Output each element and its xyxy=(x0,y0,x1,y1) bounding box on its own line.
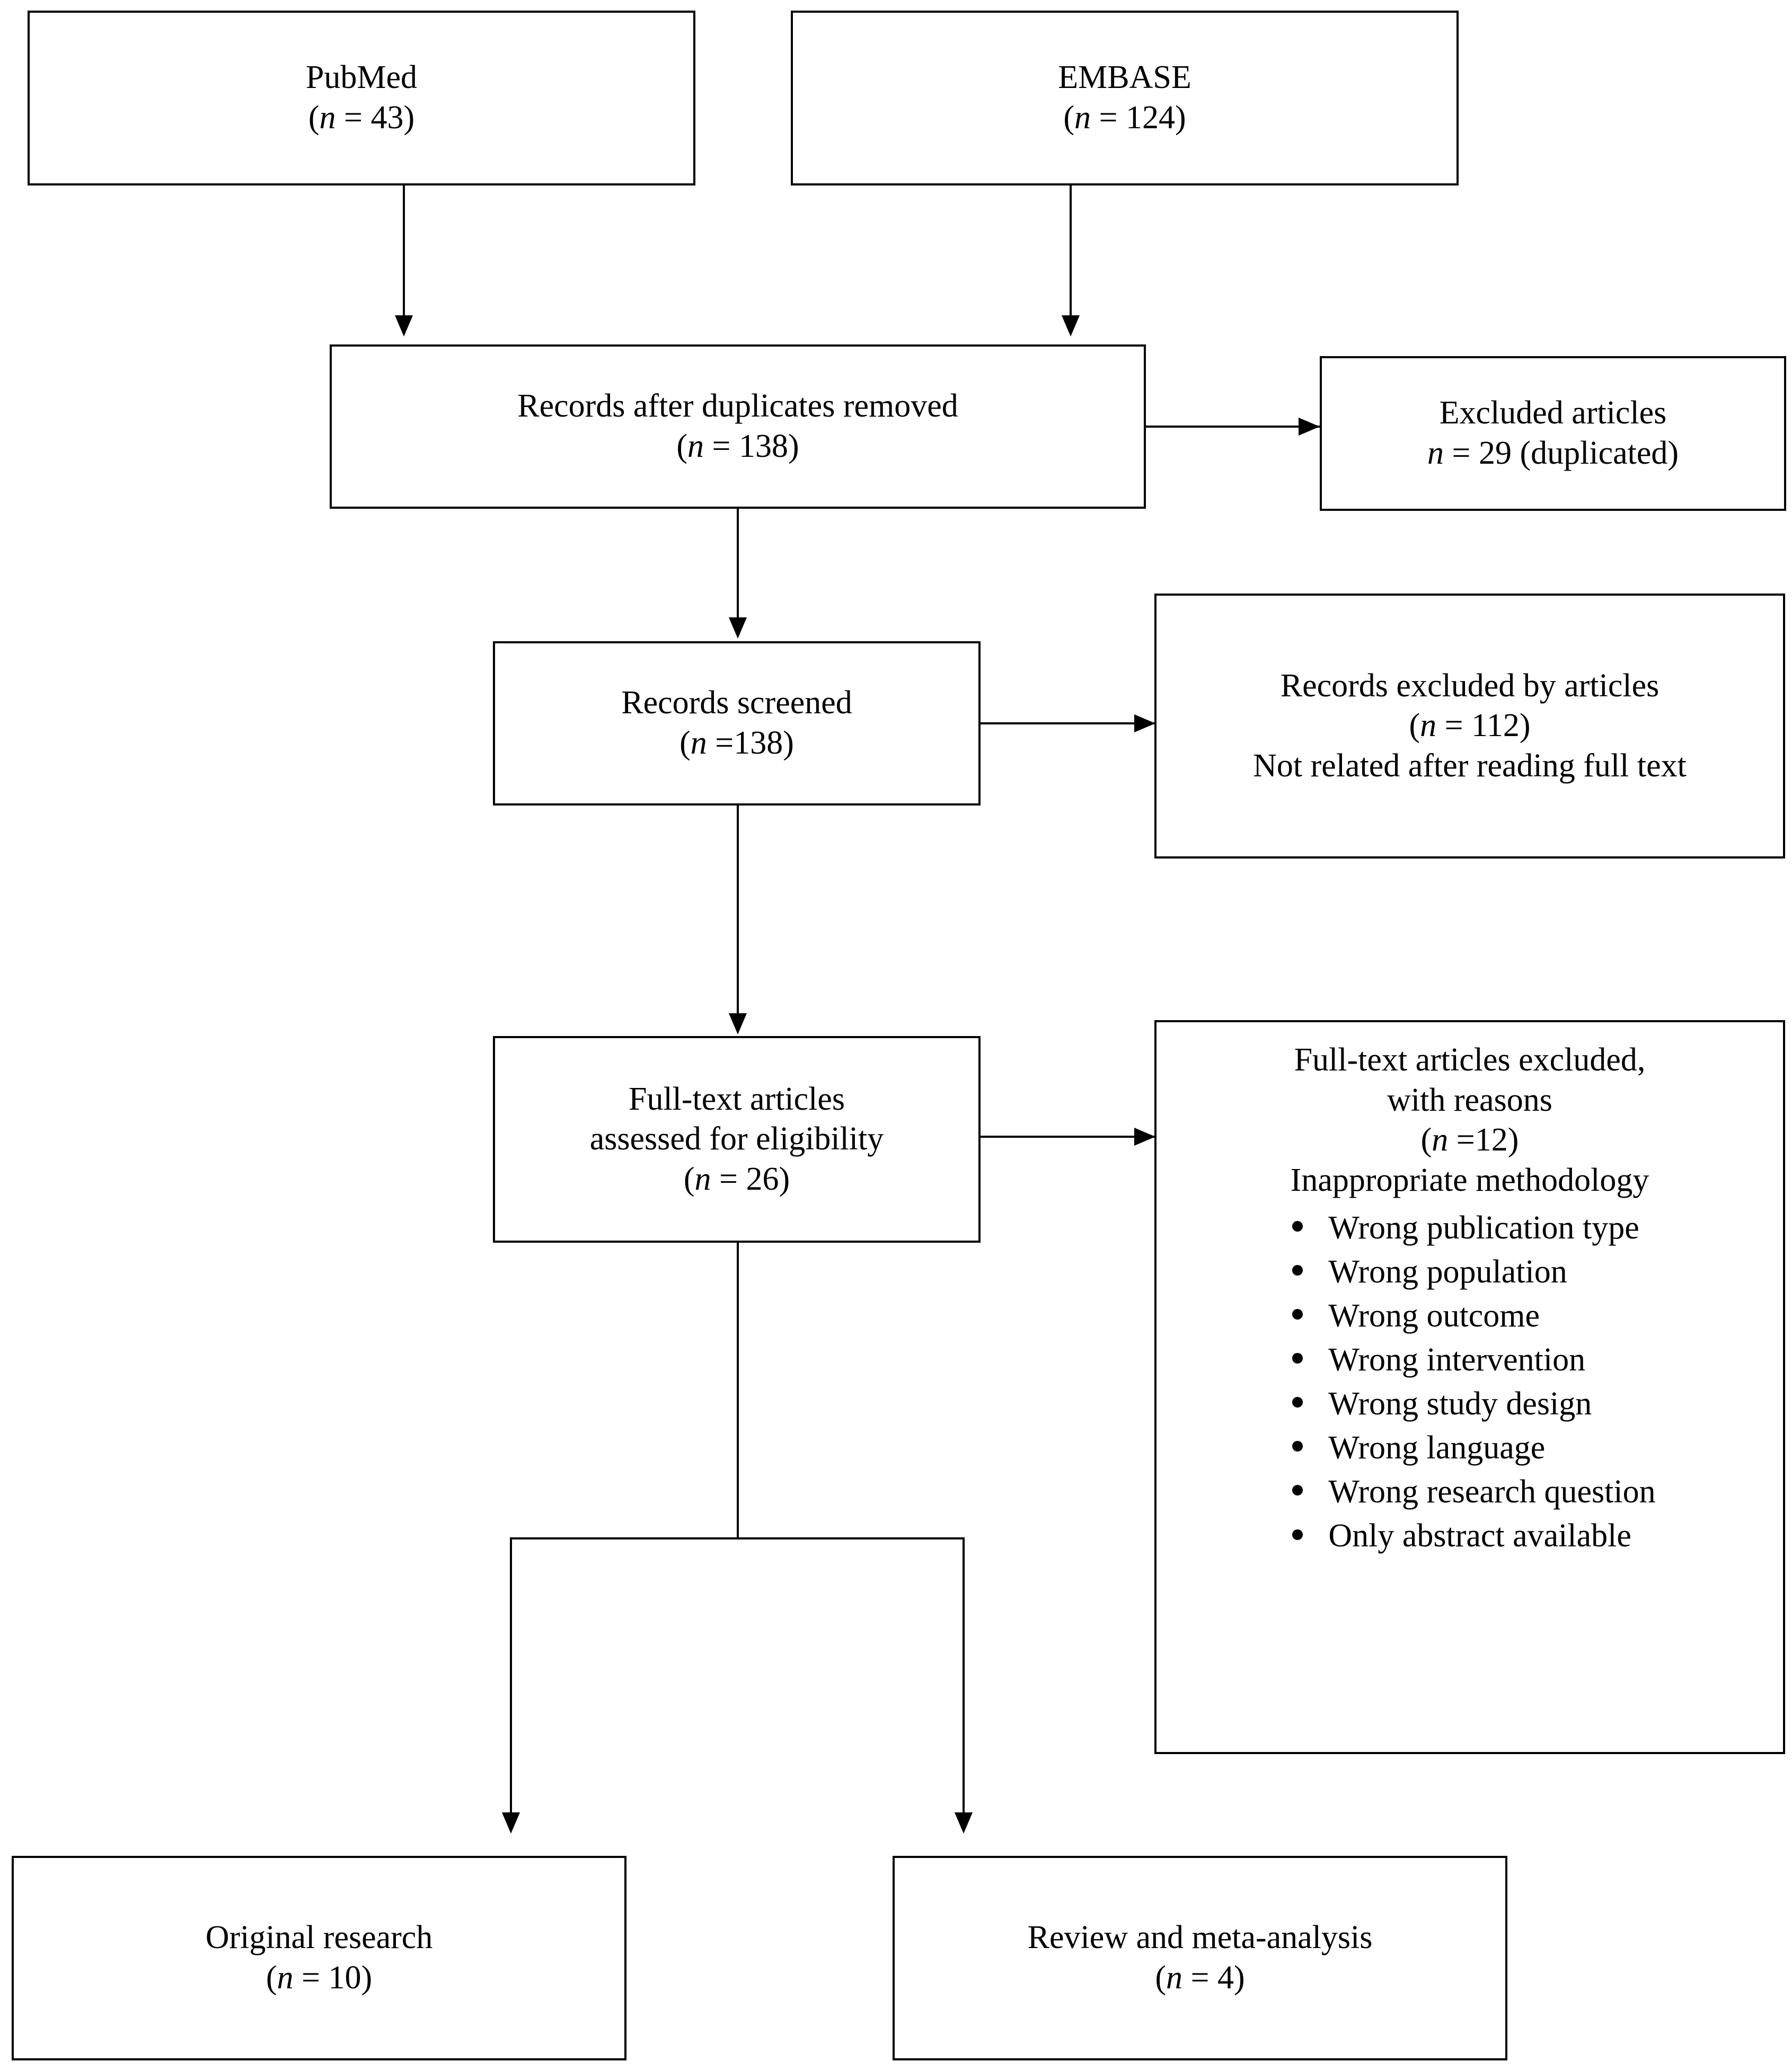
connector-screened-to-records-excluded xyxy=(981,722,1155,724)
list-item: Wrong intervention xyxy=(1284,1338,1655,1382)
node-records-screened-title: Records screened xyxy=(621,685,852,721)
connector-fulltext-stem xyxy=(737,1243,739,1539)
n-symbol: n xyxy=(687,428,704,464)
n-symbol: n xyxy=(1166,1960,1183,1996)
node-records-screened[interactable]: Records screened (n =138) xyxy=(493,641,981,806)
bullet-icon xyxy=(1292,1353,1303,1364)
connector-embase-to-duplicates xyxy=(1070,185,1072,318)
bullet-icon xyxy=(1292,1221,1303,1232)
node-embase-title: EMBASE xyxy=(1058,59,1191,96)
list-item: Wrong publication type xyxy=(1284,1206,1655,1250)
node-embase[interactable]: EMBASE (n = 124) xyxy=(791,11,1459,185)
list-item: Wrong study design xyxy=(1284,1382,1655,1426)
bullet-icon xyxy=(1292,1309,1303,1320)
node-original-research-title: Original research xyxy=(205,1919,433,1956)
n-symbol: n xyxy=(1074,100,1091,136)
node-records-excluded-note: Not related after reading full text xyxy=(1253,747,1687,784)
list-item: Only abstract available xyxy=(1284,1514,1655,1558)
arrowhead-embase-to-duplicates xyxy=(1062,315,1080,337)
reason-label: Wrong study design xyxy=(1328,1385,1592,1422)
node-full-text-excluded-count: (n =12) xyxy=(1420,1122,1519,1158)
node-full-text-excluded-line2: with reasons xyxy=(1387,1082,1552,1118)
node-original-research-count: (n = 10) xyxy=(266,1960,373,1996)
reason-label: Wrong population xyxy=(1328,1253,1567,1290)
arrowhead-screened-to-records-excluded xyxy=(1134,714,1155,732)
node-records-after-duplicates-removed[interactable]: Records after duplicates removed (n = 13… xyxy=(330,344,1146,509)
node-excluded-articles-count: n = 29 (duplicated) xyxy=(1427,435,1679,471)
connector-split-horizontal xyxy=(510,1537,965,1539)
reason-label: Wrong outcome xyxy=(1328,1297,1540,1334)
arrowhead-pubmed-to-duplicates xyxy=(395,315,413,337)
connector-pubmed-to-duplicates xyxy=(403,185,405,318)
full-text-excluded-header: Full-text articles excluded, with reason… xyxy=(1157,1040,1783,1558)
reason-label: Wrong language xyxy=(1328,1429,1546,1466)
reason-label: Wrong intervention xyxy=(1328,1341,1586,1378)
node-pubmed-title: PubMed xyxy=(305,59,418,96)
list-item: Wrong outcome xyxy=(1284,1294,1655,1338)
list-item: Wrong research question xyxy=(1284,1470,1656,1514)
connector-fulltext-to-excluded xyxy=(981,1136,1155,1138)
n-symbol: n xyxy=(1427,435,1444,471)
full-text-excluded-header-lines: Full-text articles excluded, with reason… xyxy=(1291,1040,1649,1201)
n-symbol: n xyxy=(1432,1122,1449,1158)
n-symbol: n xyxy=(1420,707,1437,744)
reason-label: Only abstract available xyxy=(1328,1518,1631,1554)
node-excluded-articles[interactable]: Excluded articles n = 29 (duplicated) xyxy=(1320,356,1786,511)
bullet-icon xyxy=(1292,1485,1303,1496)
node-embase-count: (n = 124) xyxy=(1063,100,1186,136)
bullet-icon xyxy=(1292,1529,1303,1540)
connector-duplicates-to-screened xyxy=(737,509,739,620)
node-full-text-assessed-line1: Full-text articles xyxy=(628,1081,845,1117)
connector-duplicates-to-excluded xyxy=(1146,426,1334,428)
bullet-icon xyxy=(1292,1397,1303,1408)
node-duplicates-title: Records after duplicates removed xyxy=(517,388,958,424)
node-original-research[interactable]: Original research (n = 10) xyxy=(12,1856,626,2060)
node-full-text-assessed-count: (n = 26) xyxy=(683,1161,790,1197)
node-records-excluded-by-articles[interactable]: Records excluded by articles (n = 112) N… xyxy=(1154,594,1785,859)
list-item: Wrong language xyxy=(1284,1426,1655,1470)
node-full-text-excluded-line1: Full-text articles excluded, xyxy=(1294,1042,1646,1078)
node-full-text-excluded-with-reasons[interactable]: Full-text articles excluded, with reason… xyxy=(1154,1020,1785,1754)
node-review-and-meta-analysis[interactable]: Review and meta-analysis (n = 4) xyxy=(893,1856,1507,2060)
n-symbol: n xyxy=(694,1161,711,1197)
n-symbol: n xyxy=(690,725,707,761)
arrowhead-fulltext-to-excluded xyxy=(1134,1128,1155,1146)
connector-split-left-drop xyxy=(510,1537,512,1816)
reason-label: Wrong publication type xyxy=(1328,1209,1639,1246)
node-full-text-assessed[interactable]: Full-text articles assessed for eligibil… xyxy=(493,1036,981,1243)
node-records-excluded-title: Records excluded by articles xyxy=(1280,667,1659,704)
connector-split-right-drop xyxy=(963,1537,965,1816)
node-duplicates-count: (n = 138) xyxy=(676,428,799,464)
connector-screened-to-fulltext xyxy=(737,806,739,1017)
node-records-screened-count: (n =138) xyxy=(679,725,794,761)
arrowhead-duplicates-to-excluded xyxy=(1299,418,1320,436)
node-review-meta-count: (n = 4) xyxy=(1155,1960,1245,1996)
node-pubmed[interactable]: PubMed (n = 43) xyxy=(28,11,695,185)
reason-label: Wrong research question xyxy=(1328,1473,1656,1510)
exclusion-reasons-list: Wrong publication type Wrong population … xyxy=(1284,1206,1656,1559)
arrowhead-to-original-research xyxy=(502,1812,520,1834)
arrowhead-duplicates-to-screened xyxy=(729,617,747,639)
arrowhead-screened-to-fulltext xyxy=(729,1013,747,1034)
node-pubmed-count: (n = 43) xyxy=(308,100,415,136)
node-records-excluded-count: (n = 112) xyxy=(1409,707,1531,744)
bullet-icon xyxy=(1292,1265,1303,1276)
bullet-icon xyxy=(1292,1441,1303,1452)
n-symbol: n xyxy=(319,100,336,136)
node-full-text-excluded-line4: Inappropriate methodology xyxy=(1290,1162,1649,1198)
n-symbol: n xyxy=(277,1960,294,1996)
node-full-text-assessed-line2: assessed for eligibility xyxy=(589,1121,884,1157)
list-item: Wrong population xyxy=(1284,1250,1655,1294)
arrowhead-to-review-meta xyxy=(955,1812,973,1834)
node-review-meta-title: Review and meta-analysis xyxy=(1027,1919,1373,1956)
node-excluded-articles-title: Excluded articles xyxy=(1439,395,1667,431)
